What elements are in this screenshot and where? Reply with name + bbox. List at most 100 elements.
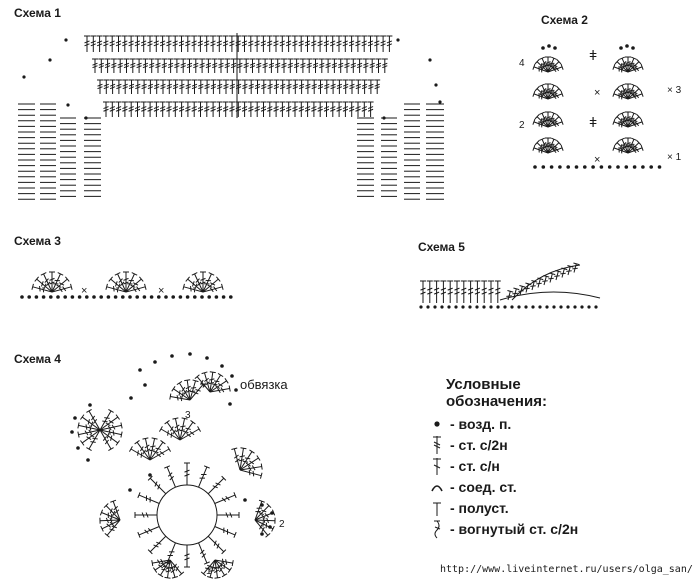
stitch-bar <box>293 62 300 66</box>
stitch-bar <box>111 424 116 430</box>
stitch-bar <box>104 62 111 66</box>
stitch-bar <box>286 86 292 90</box>
chain-stitch <box>185 295 190 299</box>
double-crochet-stitch <box>202 278 219 293</box>
stitch-bar <box>632 118 638 123</box>
chain-stitch <box>214 295 219 299</box>
chain-stitch <box>396 38 400 42</box>
stitch-bar <box>275 62 281 66</box>
double-crochet-stitch <box>541 58 549 73</box>
stitch-bar <box>174 62 180 66</box>
cross-mark: × <box>81 285 87 297</box>
stitch-bar <box>141 43 147 47</box>
double-crochet-stitch <box>214 494 236 504</box>
chain-stitch <box>85 295 89 299</box>
stitch-bar <box>539 117 543 124</box>
double-crochet-stitch <box>627 116 640 128</box>
stitch-bar <box>85 424 88 430</box>
double-crochet-stitch <box>179 428 200 441</box>
scheme-2-repeat-label: × 1 <box>667 152 682 163</box>
stitch-bar <box>193 286 196 293</box>
double-crochet-stitch <box>627 121 643 128</box>
stitch-bar <box>254 83 261 87</box>
double-crochet-stitch <box>621 113 629 128</box>
chain-stitch <box>558 165 562 169</box>
stitch-bar <box>109 517 113 523</box>
stitch-bar <box>229 83 235 87</box>
stitch-bar <box>167 62 174 66</box>
stitch-bar <box>229 106 235 110</box>
stitch-bar <box>194 283 198 289</box>
stitch-bar <box>554 93 560 99</box>
double-crochet-stitch <box>233 448 241 471</box>
stitch-top <box>619 111 626 115</box>
stitch-bar <box>420 291 426 295</box>
stitch-bar <box>361 83 368 87</box>
chain-stitch <box>220 364 224 368</box>
stitch-top <box>203 561 210 565</box>
stitch-bar <box>197 108 204 112</box>
chain-stitch <box>243 498 247 502</box>
stitch-top <box>115 440 120 446</box>
stitch-top <box>169 393 172 400</box>
double-crochet-stitch <box>149 535 167 553</box>
stitch-bar <box>447 287 453 291</box>
stitch-bar <box>229 512 233 518</box>
stitch-bar <box>91 415 96 421</box>
stitch-bar <box>205 381 210 386</box>
stitch-bar <box>542 280 548 282</box>
stitch-bar <box>130 284 136 288</box>
stitch-bar <box>174 424 180 429</box>
stitch-bar <box>191 83 198 87</box>
stitch-bar <box>279 40 285 44</box>
double-crochet-stitch <box>547 66 563 73</box>
stitch-bar <box>324 83 330 87</box>
stitch-bar <box>323 106 330 110</box>
stitch-bar <box>183 389 188 395</box>
stitch-bar <box>90 43 96 47</box>
chain-stitch <box>230 374 234 378</box>
double-crochet-stitch <box>239 466 262 471</box>
stitch-bar <box>104 65 111 69</box>
chain-stitch <box>229 295 233 299</box>
stitch-bar <box>217 387 221 393</box>
chain-stitch <box>482 305 486 309</box>
chain-stitch <box>149 295 154 299</box>
stitch-bar <box>440 291 447 295</box>
stitch-bar <box>205 65 212 69</box>
stitch-top <box>217 373 224 378</box>
chain-stitch <box>178 295 183 299</box>
stitch-bar <box>304 106 311 110</box>
stitch-bar <box>112 430 115 436</box>
stitch-bar <box>374 43 380 47</box>
stitch-top <box>249 449 255 454</box>
double-crochet-stitch <box>613 121 629 128</box>
chain-stitch <box>419 305 423 309</box>
stitch-bar <box>197 106 204 110</box>
stitch-bar <box>248 43 254 47</box>
stitch-bar <box>338 65 344 69</box>
stitch-bar <box>106 433 110 439</box>
double-crochet-stitch <box>239 448 244 471</box>
chain-stitch <box>41 295 46 299</box>
double-crochet-stitch <box>616 142 629 154</box>
half-double-icon <box>433 502 441 516</box>
stitch-bar <box>92 62 98 66</box>
stitch-bar <box>107 425 112 431</box>
stitch-bar <box>113 286 115 292</box>
chain-stitch <box>559 305 563 309</box>
chain-stitch <box>143 383 147 387</box>
stitch-bar <box>155 447 161 450</box>
stitch-bar <box>273 86 280 90</box>
stitch-bar <box>298 106 304 110</box>
stitch-bar <box>111 525 117 529</box>
stitch-bar <box>367 40 374 44</box>
stitch-bar <box>285 43 292 47</box>
stitch-top <box>550 83 557 87</box>
stitch-bar <box>84 430 89 436</box>
stitch-bar <box>342 108 349 112</box>
stitch-top <box>612 144 616 151</box>
stitch-bar <box>361 108 367 112</box>
stitch-bar <box>193 391 199 395</box>
stitch-bar <box>242 86 248 90</box>
